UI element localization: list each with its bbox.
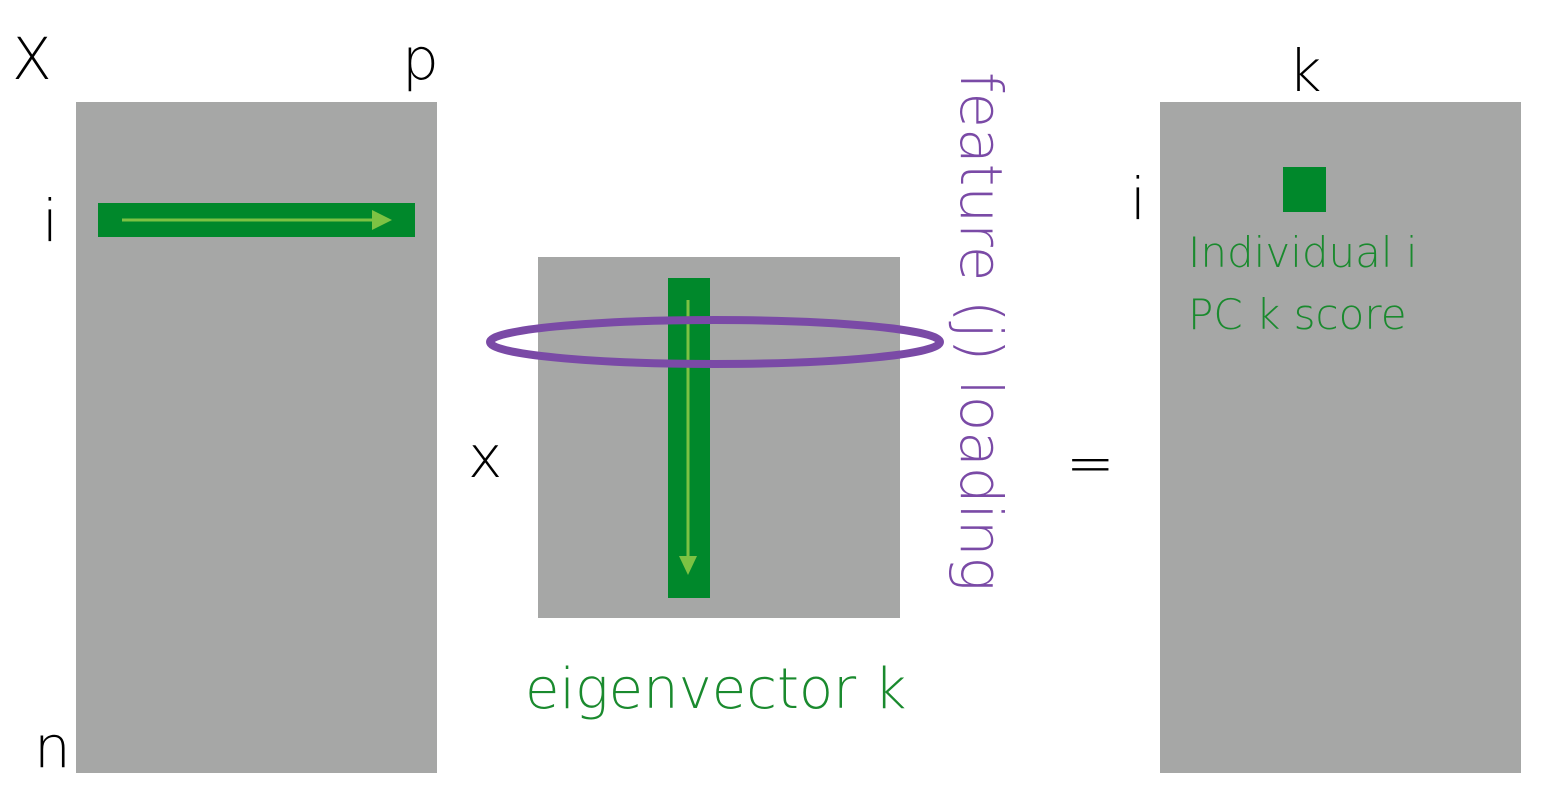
- loading-ellipse: [486, 316, 944, 368]
- matrix-x-column-label: p: [402, 25, 439, 93]
- eigenvector-caption: eigenvector k: [525, 657, 907, 722]
- score-label-line1: Individual i: [1188, 228, 1418, 277]
- score-cell: [1283, 167, 1326, 212]
- equals-operator: =: [1066, 429, 1115, 497]
- feature-loading-label: feature (j) loading: [947, 72, 1015, 592]
- score-matrix-row-label: i: [1130, 165, 1147, 233]
- multiply-operator: x: [468, 423, 503, 491]
- score-matrix-column-label: k: [1288, 37, 1322, 105]
- score-matrix: [1160, 102, 1521, 773]
- matrix-x-rows-label: n: [34, 713, 71, 781]
- matrix-x-row-label: i: [42, 187, 59, 255]
- matrix-x-name: X: [12, 25, 52, 93]
- score-label-line2: PC k score: [1188, 290, 1407, 339]
